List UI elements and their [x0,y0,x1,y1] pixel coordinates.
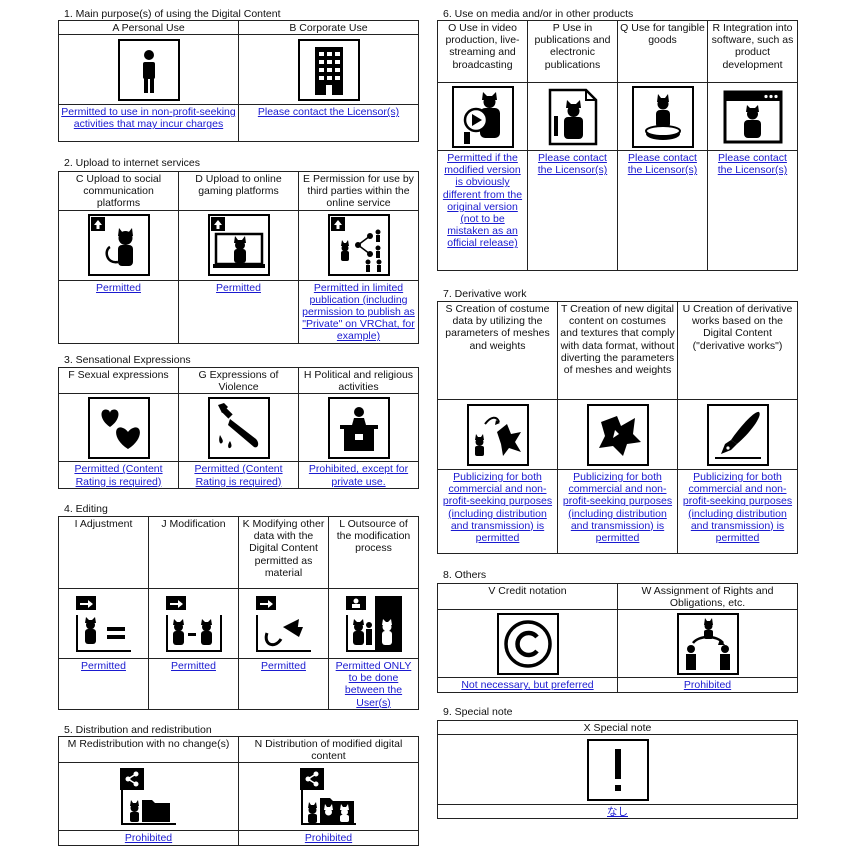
transfer-icon [676,612,739,675]
section-9-table: X Special note なし [437,719,798,820]
section-7-table: S Creation of costume data by utilizing … [437,301,798,554]
section-5-table: M Redistribution with no change(s) N Dis… [58,735,419,846]
item-label: J Modification [148,516,239,589]
item-status: Permitted [58,279,179,344]
item-status: Permitted [58,658,149,710]
item-label: A Personal Use [58,19,239,36]
outsource-icon [345,595,402,652]
item-status: Publicizing for both commercial and non-… [557,469,678,554]
section-title: 9. Special note [443,706,513,718]
item-label: S Creation of costume data by utilizing … [437,301,558,400]
section-3-table: F Sexual expressions G Expressions of Vi… [58,366,419,489]
item-label: K Modifying other data with the Digital … [238,516,329,589]
modify-cats-icon [165,595,222,652]
pen-nib-icon [706,403,769,466]
item-label: E Permission for use by third parties wi… [298,171,419,211]
item-status: Permitted ONLY to be done between the Us… [328,658,419,710]
item-status: Permitted to use in non-profit-seeking a… [58,104,239,143]
section-title: 2. Upload to internet services [64,157,200,169]
hearts-icon [87,396,150,459]
item-label: G Expressions of Violence [178,366,299,395]
item-label: R Integration into software, such as pro… [707,20,798,83]
item-label: L Outsource of the modification process [328,516,419,589]
publication-icon [548,88,597,145]
item-status: Permitted (Content Rating is required) [58,461,179,489]
share-network-icon [327,214,390,277]
section-8-table: V Credit notation W Assignment of Rights… [437,582,798,693]
section-title: 6. Use on media and/or in other products [443,8,634,20]
section-title: 1. Main purpose(s) of using the Digital … [64,8,281,20]
item-label: X Special note [437,719,798,736]
item-label: C Upload to social communication platfor… [58,171,179,211]
item-label: Q Use for tangible goods [617,20,708,83]
item-status: Permitted (Content Rating is required) [178,461,299,489]
section-title: 3. Sensational Expressions [64,354,191,366]
video-cat-icon [451,85,514,148]
item-status: Permitted [148,658,239,710]
bow-tail-icon [255,595,311,652]
podium-icon [327,396,390,459]
item-label: F Sexual expressions [58,366,179,395]
item-label: I Adjustment [58,516,149,589]
item-status: Please contact the Licensor(s) [238,104,419,143]
item-status: Permitted if the modified version is obv… [437,150,528,271]
section-title: 5. Distribution and redistribution [64,724,212,736]
copyright-icon [496,612,559,675]
costume-icon [586,403,649,466]
item-label: N Distribution of modified digital conte… [238,735,419,764]
item-label: H Political and religious activities [298,366,419,395]
building-icon [297,38,360,101]
item-label: U Creation of derivative works based on … [677,301,798,400]
item-label: W Assignment of Rights and Obligations, … [617,582,798,611]
item-status: Prohibited [238,830,419,846]
item-status: Prohibited, except for private use. [298,461,419,489]
item-label: T Creation of new digital content on cos… [557,301,678,400]
item-label: D Upload to online gaming platforms [178,171,299,211]
knife-icon [207,396,270,459]
person-icon [117,38,180,101]
redistribute-icon [119,767,176,825]
item-status: Prohibited [617,677,798,693]
item-status: なし [437,804,798,820]
item-status: Please contact the Licensor(s) [617,150,708,271]
item-label: M Redistribution with no change(s) [58,735,239,764]
item-label: B Corporate Use [238,19,419,36]
item-label: P Use in publications and electronic pub… [527,20,618,83]
item-status: Publicizing for both commercial and non-… [677,469,798,554]
distribute-modified-icon [299,767,356,825]
section-title: 8. Others [443,569,487,581]
section-title: 4. Editing [64,503,108,515]
adjust-cat-icon [75,595,131,652]
item-status: Permitted in limited publication (includ… [298,279,419,344]
upload-gaming-icon [207,214,270,277]
item-status: Please contact the Licensor(s) [707,150,798,271]
costume-cat-icon [466,403,529,466]
upload-cat-icon [87,214,150,277]
item-status: Please contact the Licensor(s) [527,150,618,271]
software-icon [723,90,782,143]
item-status: Permitted [178,279,299,344]
figure-icon [631,85,694,148]
section-2-table: C Upload to social communication platfor… [58,171,419,344]
section-1-table: A Personal Use B Corporate Use Permitted… [58,19,419,143]
section-title: 7. Derivative work [443,288,527,300]
item-label: V Credit notation [437,582,618,611]
item-status: Prohibited [58,830,239,846]
section-6-table: O Use in video production, live-streamin… [437,20,798,271]
item-status: Permitted [238,658,329,710]
item-label: O Use in video production, live-streamin… [437,20,528,83]
item-status: Publicizing for both commercial and non-… [437,469,558,554]
section-4-table: I Adjustment J Modification K Modifying … [58,516,419,710]
item-status: Not necessary, but preferred [437,677,618,693]
exclamation-icon [586,738,649,801]
